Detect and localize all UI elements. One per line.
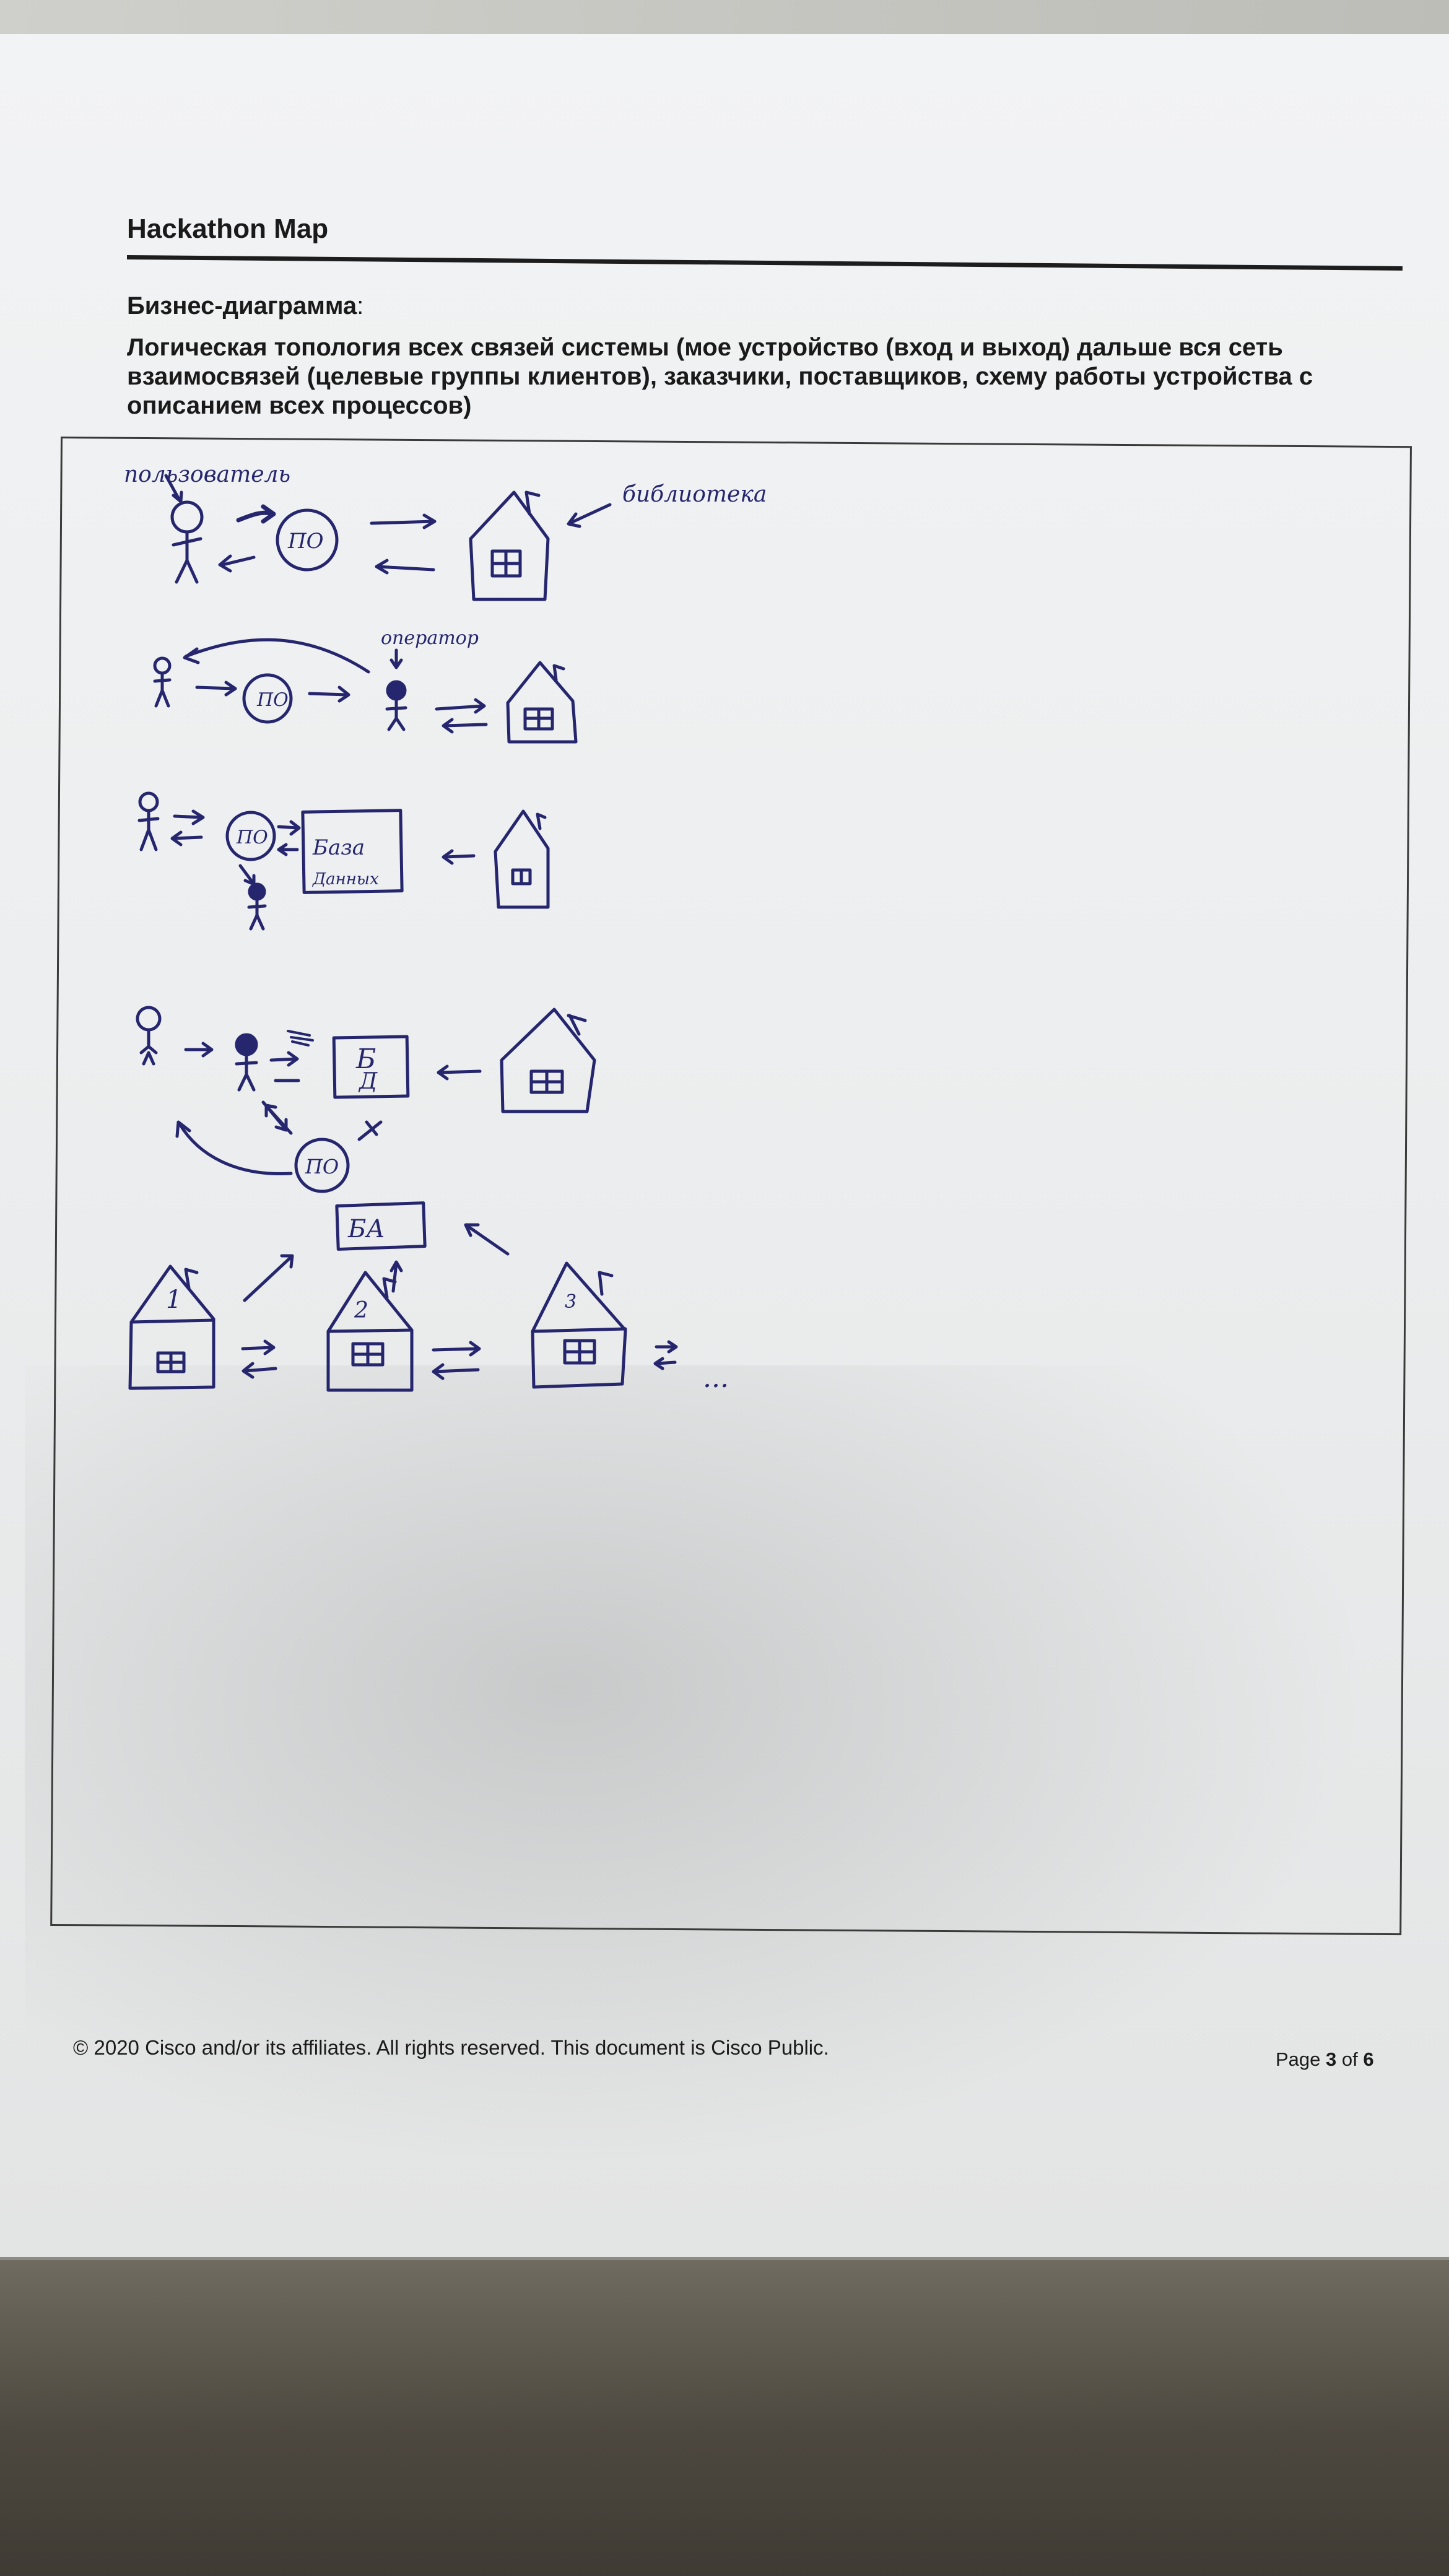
row1-arrow-from-library: [375, 559, 435, 575]
row2-arrow-to-software: [195, 681, 237, 697]
label-database-line2: Данных: [312, 870, 379, 889]
row1-pointer-arrowhead: [172, 490, 183, 503]
label-house-3: 3: [565, 1291, 577, 1313]
row4-operator-figure: [235, 1033, 258, 1092]
section-description: Логическая топология всех связей системы…: [127, 334, 1313, 419]
row4-scribble: [287, 1030, 314, 1046]
label-software-1: ПО: [287, 529, 324, 554]
row3-software-node: [225, 811, 276, 861]
section-label-colon: :: [357, 292, 364, 320]
label-db-short: Б: [355, 1043, 376, 1075]
row5-arrow-house3-to-ba: [464, 1223, 510, 1256]
row1-arrow-to-software: [236, 504, 276, 524]
page-header-title: Hackathon Map: [127, 214, 329, 244]
row1-library-house: [469, 490, 550, 601]
row2-arrow-from-library: [442, 718, 488, 734]
footer-page-prefix: Page: [1276, 2048, 1321, 2070]
row4-software-node: [294, 1138, 350, 1193]
row4-library-house: [500, 1007, 596, 1113]
label-database-line1: База: [312, 835, 365, 860]
row1-user-figure: [164, 474, 204, 584]
row4-db-box: [332, 1035, 410, 1099]
footer-page-current: 3: [1326, 2048, 1337, 2070]
row1-pointer-arrow: [164, 474, 181, 502]
row4-crossed-mark: [357, 1120, 383, 1141]
label-ellipsis: ...: [703, 1362, 729, 1394]
row2-software-node: [242, 673, 293, 724]
row5-arrow-h3-to-h2: [432, 1363, 480, 1380]
row3-operator-figure: [247, 882, 267, 931]
footer-page-total: 6: [1363, 2048, 1374, 2070]
section-label-text: Бизнес-диаграмма: [127, 292, 357, 320]
row3-arrow-to-database: [277, 820, 301, 836]
row2-arrow-to-operator: [308, 685, 350, 703]
row1-arrow-to-library: [370, 513, 437, 529]
row5-arrow-house1-to-ba: [243, 1254, 294, 1302]
row4-arrow-from-library: [437, 1064, 482, 1081]
row5-arrow-h2-to-h1: [242, 1362, 277, 1379]
row2-operator-figure: [385, 680, 407, 731]
label-ba: БА: [347, 1215, 385, 1243]
row1-arrow-label-library: [567, 503, 612, 528]
row3-arrow-from-software: [170, 830, 203, 846]
row4-arrow-to-operator: [184, 1042, 214, 1058]
row5-arrow-h3-to-next: [655, 1340, 678, 1354]
label-software-2: ПО: [256, 689, 289, 711]
row3-database-box: [301, 809, 404, 894]
row5-house-2: [326, 1271, 414, 1392]
row3-library-house: [494, 809, 550, 909]
footer-page-number: Page 3 of 6: [1276, 2048, 1374, 2071]
row1-arrow-back: [218, 554, 256, 573]
footer-copyright: © 2020 Cisco and/or its affiliates. All …: [73, 2036, 829, 2059]
row3-arrow-to-operator: [238, 864, 256, 886]
row5-arrow-next-to-h3: [653, 1357, 677, 1370]
label-db-short-2: Д: [358, 1069, 378, 1094]
section-label: Бизнес-диаграмма:: [127, 292, 363, 320]
row5-arrow-house2-to-ba: [389, 1260, 403, 1293]
row5-house-3: [531, 1261, 627, 1389]
label-software-4: ПО: [305, 1155, 339, 1178]
document-page: [0, 34, 1449, 2257]
row2-user-figure: [153, 656, 172, 708]
label-library: библиотека: [622, 482, 767, 507]
row3-arrow-from-library: [442, 849, 476, 865]
label-house-1: 1: [166, 1286, 181, 1314]
background-floor: [0, 2260, 1449, 2576]
row2-arrow-to-library: [435, 698, 486, 714]
row2-library-house: [506, 661, 578, 744]
page-shadow: [25, 1365, 1375, 2170]
row3-user-figure: [137, 791, 160, 851]
row5-ba-box: [335, 1201, 427, 1251]
row5-house-1: [128, 1264, 215, 1390]
row2-curved-arrow: [183, 638, 370, 674]
label-house-2: 2: [354, 1298, 368, 1323]
row2-operator-pointer: [389, 648, 403, 669]
row1-software-node: [276, 508, 339, 572]
row3-arrow-from-database: [277, 843, 299, 856]
label-operator: оператор: [381, 627, 479, 649]
label-user: пользователь: [124, 462, 290, 487]
row4-curved-arrow-to-user: [175, 1120, 293, 1175]
row5-arrow-h2-to-h3: [432, 1341, 481, 1357]
row5-arrow-h1-to-h2: [241, 1339, 276, 1355]
row3-arrow-to-software: [173, 809, 205, 825]
row4-user-figure: [136, 1006, 162, 1066]
label-software-3: ПО: [236, 827, 268, 848]
row4-arrow-to-db: [269, 1051, 299, 1067]
row4-arrow-software-to-operator: [264, 1103, 293, 1135]
footer-page-of: of: [1341, 2048, 1358, 2070]
